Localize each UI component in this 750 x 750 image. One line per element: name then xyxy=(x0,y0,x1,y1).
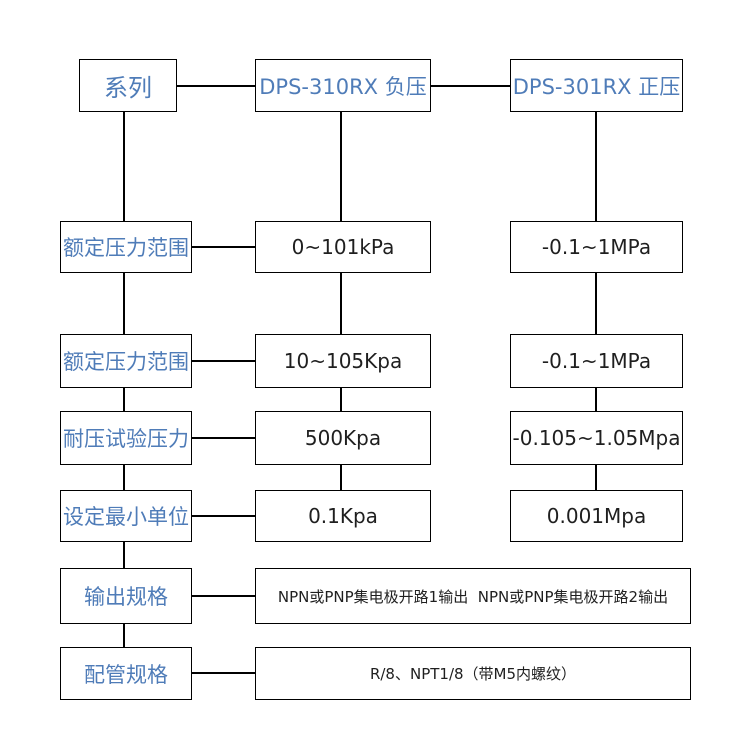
value-box-piping-spec: R/8、NPT1/8（带M5内螺纹） xyxy=(255,647,691,700)
connector-line xyxy=(192,246,255,248)
connector-line xyxy=(340,465,342,490)
row-label-proof-pressure: 耐压试验压力 xyxy=(60,411,192,465)
connector-line xyxy=(123,465,125,490)
model-box-negative: DPS-310RX 负压 xyxy=(255,59,431,112)
row-label-output-spec: 输出规格 xyxy=(60,568,192,624)
connector-line xyxy=(123,112,125,221)
connector-line xyxy=(192,360,255,362)
connector-line xyxy=(595,112,597,221)
connector-line xyxy=(192,595,255,597)
model-box-positive: DPS-301RX 正压 xyxy=(510,59,683,112)
connector-line xyxy=(177,85,255,87)
value-box-min-unit-negative: 0.1Kpa xyxy=(255,490,431,542)
value-box-display-range-positive: -0.1~1MPa xyxy=(510,334,683,388)
row-label-rated-pressure-range-2: 额定压力范围 xyxy=(60,334,192,388)
value-box-proof-pressure-positive: -0.105~1.05Mpa xyxy=(510,411,683,465)
value-box-rated-range-negative: 0~101kPa xyxy=(255,221,431,273)
connector-line xyxy=(192,515,255,517)
series-box: 系列 xyxy=(79,59,177,112)
connector-line xyxy=(340,388,342,411)
connector-line xyxy=(340,273,342,334)
connector-line xyxy=(431,85,510,87)
connector-line xyxy=(595,388,597,411)
connector-line xyxy=(123,273,125,334)
value-box-display-range-negative: 10~105Kpa xyxy=(255,334,431,388)
connector-line xyxy=(192,437,255,439)
value-box-output-spec: NPN或PNP集电极开路1输出 NPN或PNP集电极开路2输出 xyxy=(255,568,691,624)
connector-line xyxy=(123,542,125,568)
connector-line xyxy=(595,273,597,334)
connector-line xyxy=(192,672,255,674)
row-label-rated-pressure-range-1: 额定压力范围 xyxy=(60,221,192,273)
connector-line xyxy=(123,624,125,647)
row-label-min-setting-unit: 设定最小单位 xyxy=(60,490,192,542)
row-label-piping-spec: 配管规格 xyxy=(60,647,192,700)
connector-line xyxy=(123,388,125,411)
connector-line xyxy=(340,112,342,221)
connector-line xyxy=(595,465,597,490)
value-box-min-unit-positive: 0.001Mpa xyxy=(510,490,683,542)
value-box-rated-range-positive: -0.1~1MPa xyxy=(510,221,683,273)
value-box-proof-pressure-negative: 500Kpa xyxy=(255,411,431,465)
